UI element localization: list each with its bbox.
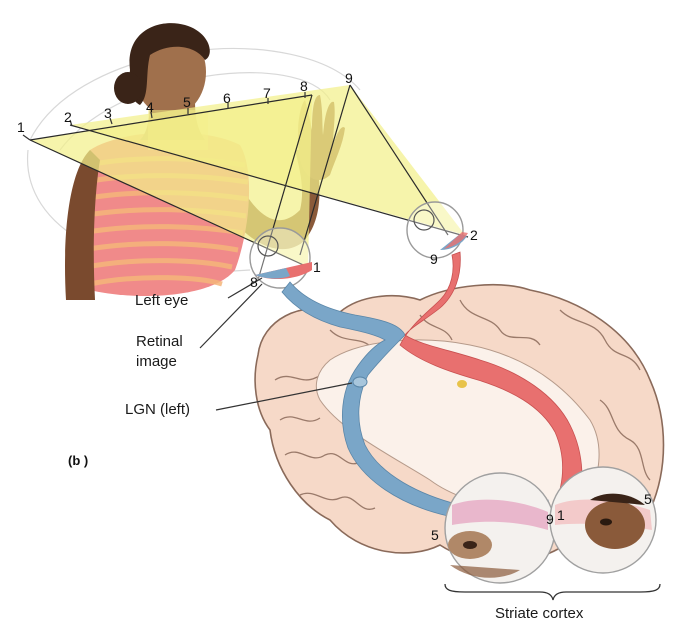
ventricle-lower xyxy=(457,380,467,388)
field-number-9: 9 xyxy=(345,70,353,86)
field-number-5: 5 xyxy=(183,94,191,110)
leader-lines xyxy=(22,92,353,411)
cortex-number-left-5: 5 xyxy=(431,527,439,543)
field-number-1: 1 xyxy=(17,119,25,135)
field-number-2: 2 xyxy=(64,109,72,125)
striate-cortex-bracket xyxy=(444,583,661,601)
right-eye-number-2: 2 xyxy=(470,227,478,243)
visual-field-projection xyxy=(29,84,469,281)
woman-hair xyxy=(129,23,210,105)
cortex-right-inset xyxy=(549,466,657,574)
cortex-number-left-9: 9 xyxy=(546,511,554,527)
cortex-number-right-5: 5 xyxy=(644,491,652,507)
field-number-7: 7 xyxy=(263,85,271,101)
left-eye-label: Left eye xyxy=(135,292,188,309)
left-eye-number-8: 8 xyxy=(250,274,258,290)
woman-hair-bun xyxy=(114,72,142,104)
right-eye-number-9: 9 xyxy=(430,251,438,267)
retinal-image-label-line1: Retinal xyxy=(136,333,183,350)
panel-tag: (b ) xyxy=(68,453,88,468)
field-number-4: 4 xyxy=(146,99,154,115)
left-eye xyxy=(249,227,312,289)
right-eye xyxy=(406,201,468,259)
left-eye-number-1: 1 xyxy=(313,259,321,275)
retinal-image-label-line2: image xyxy=(136,353,177,370)
brain-gyri xyxy=(274,299,651,510)
field-number-labels: 1 2 3 4 5 6 7 8 9 xyxy=(17,70,353,135)
cortex-left-inset xyxy=(444,472,556,584)
woman-left-arm xyxy=(65,150,100,300)
field-number-6: 6 xyxy=(223,90,231,106)
field-number-8: 8 xyxy=(300,78,308,94)
field-number-3: 3 xyxy=(104,105,112,121)
lgn-label: LGN (left) xyxy=(125,401,190,418)
lgn-marker xyxy=(352,376,368,388)
cortex-number-right-1: 1 xyxy=(557,507,565,523)
striate-cortex-label: Striate cortex xyxy=(495,605,584,622)
